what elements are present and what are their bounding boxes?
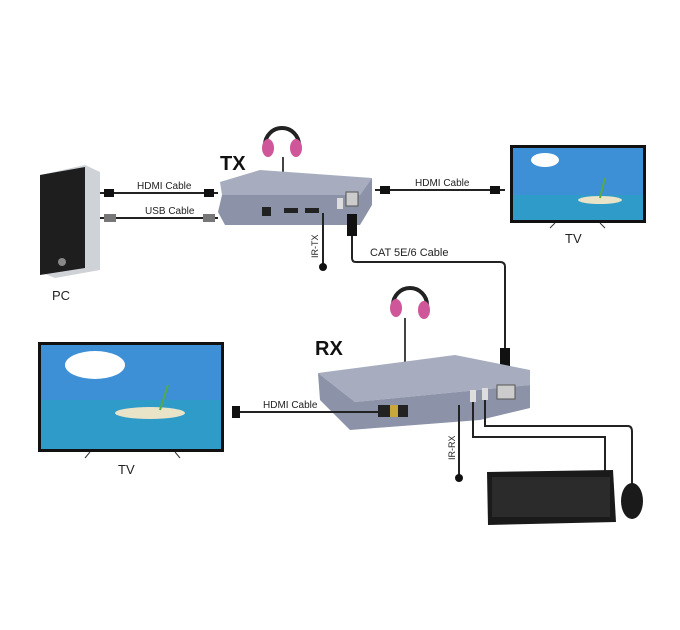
usb-connector (203, 214, 215, 222)
cat-cable (351, 225, 506, 355)
tv-top-label: TV (565, 231, 582, 246)
ir-tx-sensor (319, 263, 327, 271)
tv-top (510, 145, 646, 229)
rj45-connector (500, 348, 510, 370)
usb-cable-keyboard (472, 402, 606, 472)
hdmi-connector (490, 186, 500, 194)
tv-bottom-label: TV (118, 462, 135, 477)
keyboard-icon (487, 470, 616, 525)
usb-cable-mouse (484, 400, 633, 485)
ir-rx-label: IR-RX (447, 436, 457, 461)
mouse-icon (621, 483, 643, 519)
hdmi-cable-label: HDMI Cable (137, 181, 192, 192)
cat-cable-label: CAT 5E/6 Cable (370, 247, 448, 259)
hdmi-cable-label: HDMI Cable (263, 400, 318, 411)
pc-label: PC (52, 288, 70, 303)
hdmi-connector (104, 189, 114, 197)
hdmi-connector (204, 189, 214, 197)
hdmi-cable-label: HDMI Cable (415, 178, 470, 189)
rx-extender-box (318, 355, 530, 430)
tx-extender-box (218, 170, 372, 225)
hdmi-connector (380, 186, 390, 194)
hdmi-connector (232, 406, 240, 418)
ir-rx-sensor (455, 474, 463, 482)
ir-tx-label: IR-TX (310, 235, 320, 259)
usb-connector (104, 214, 116, 222)
rx-label: RX (315, 338, 343, 360)
headphone-icon (390, 286, 430, 362)
pc-tower (40, 165, 100, 278)
tv-bottom (38, 342, 224, 459)
headphone-icon (262, 126, 302, 178)
tx-label: TX (220, 153, 246, 175)
rj45-connector (347, 214, 357, 236)
usb-cable-label: USB Cable (145, 206, 195, 217)
